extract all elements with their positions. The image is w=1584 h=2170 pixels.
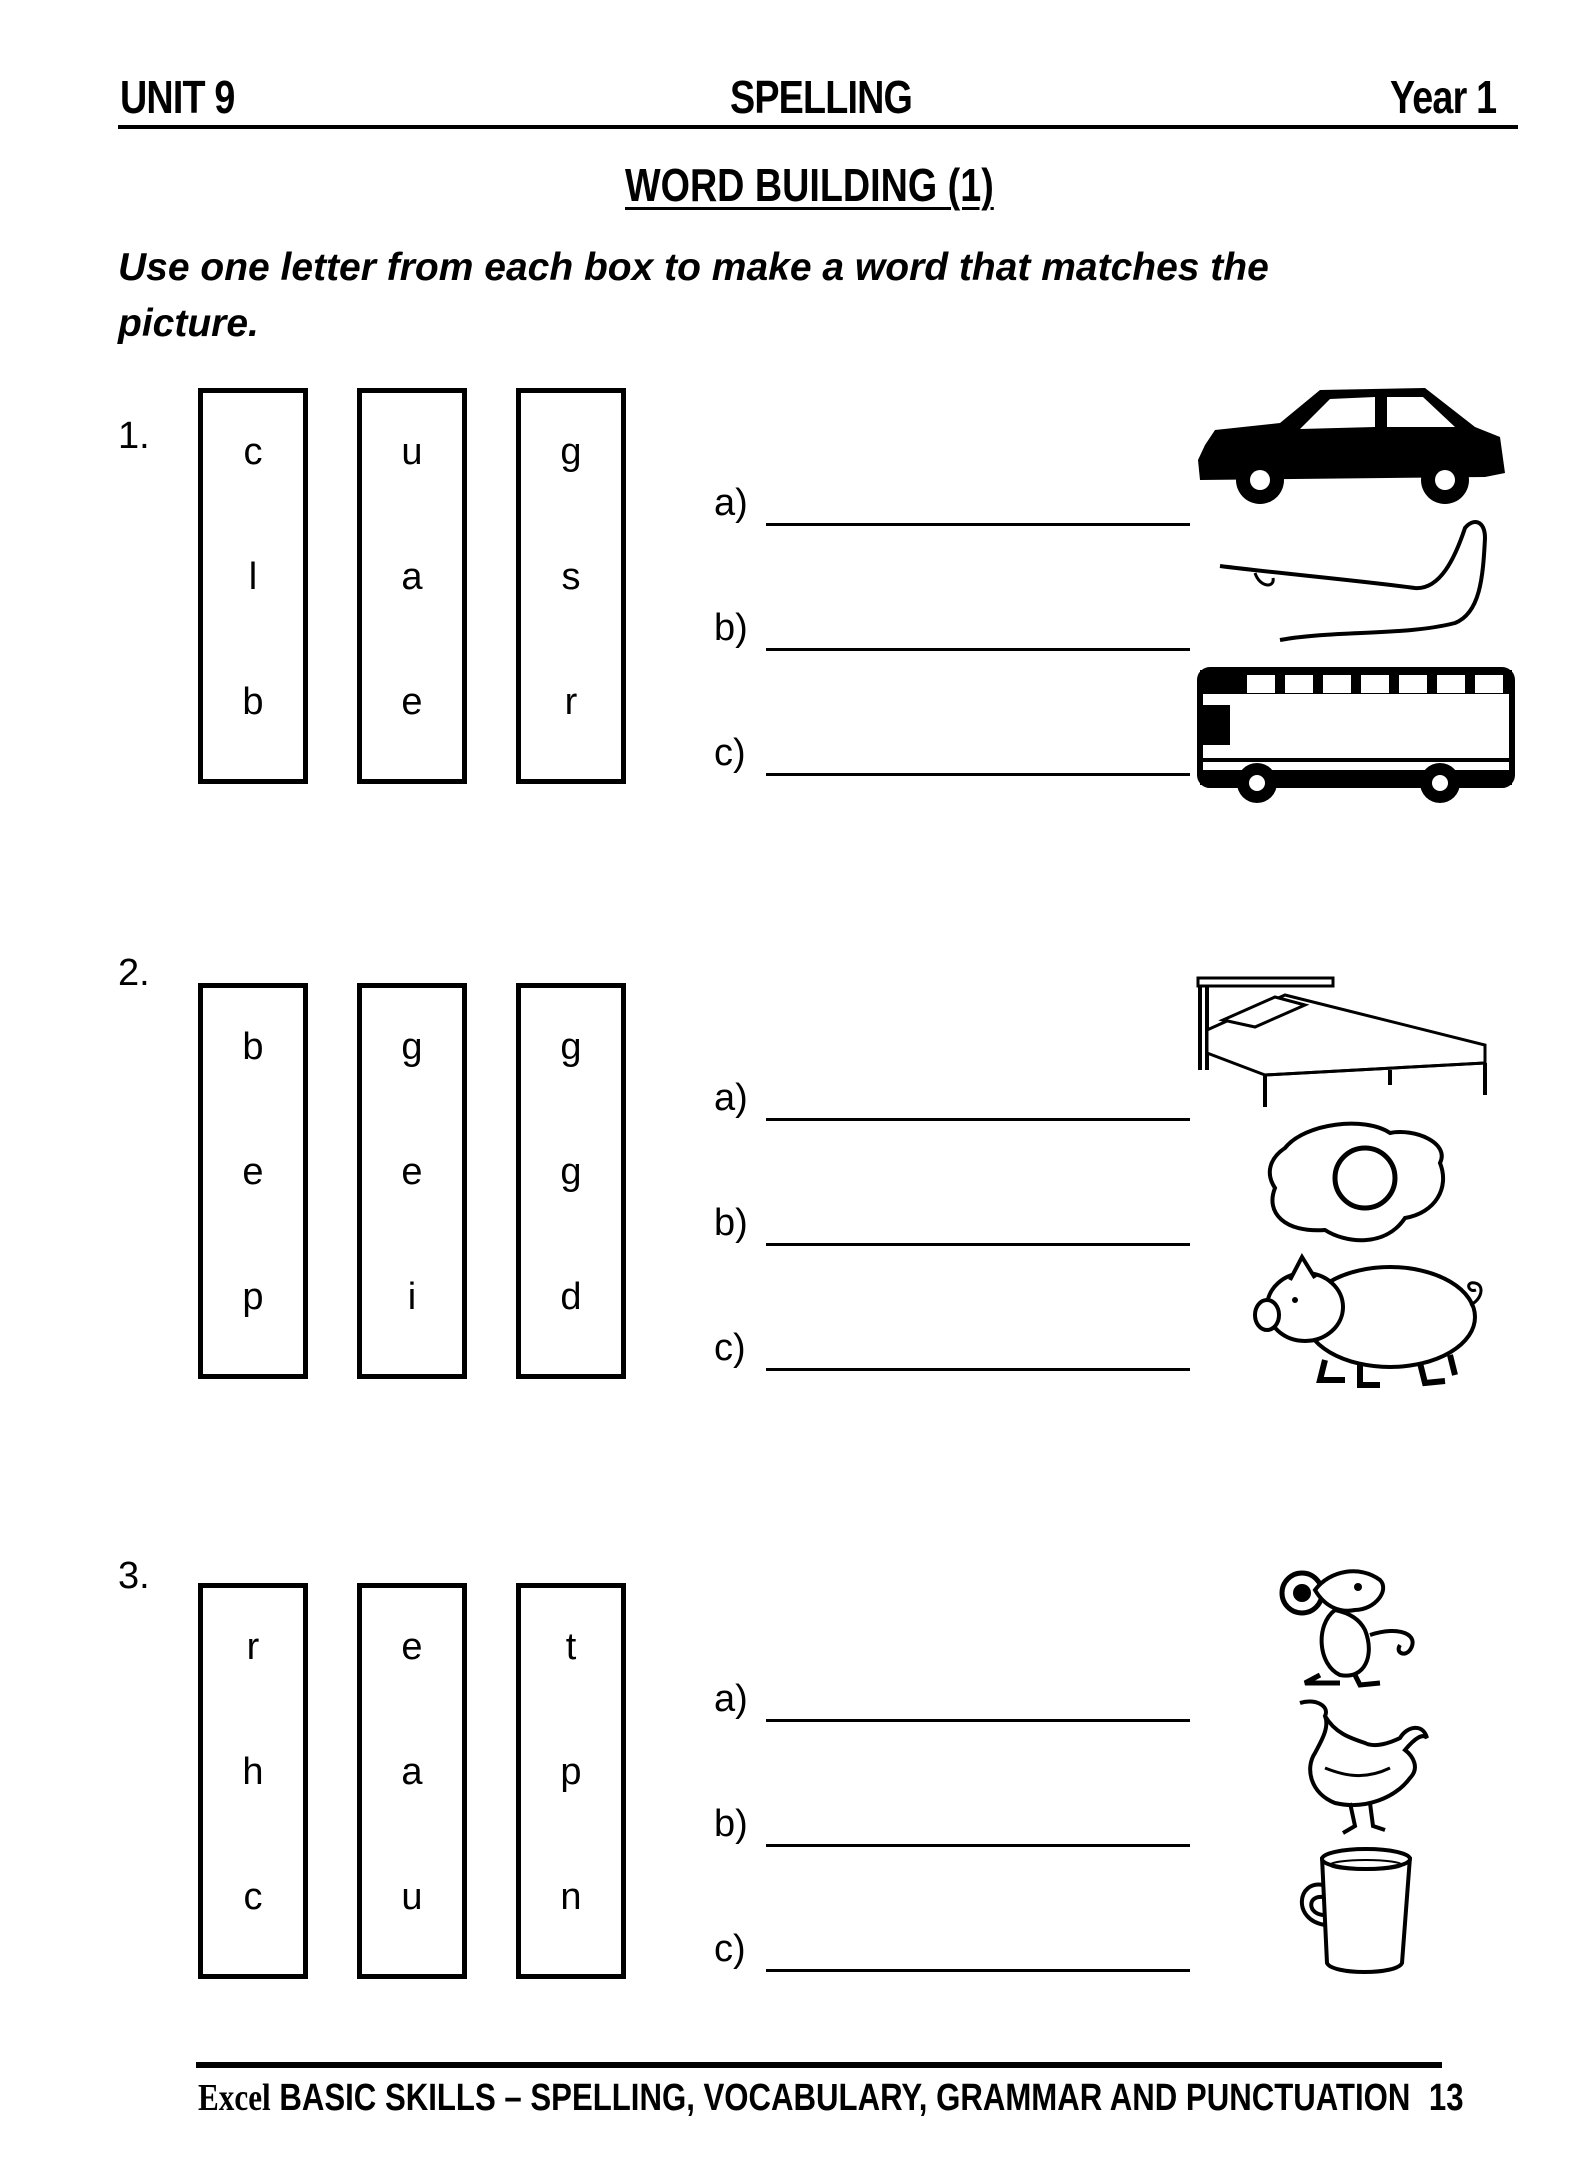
question-number: 3. [118, 1555, 150, 1597]
letter-box [516, 388, 626, 784]
letter: u [401, 1876, 423, 1918]
letter: s [561, 556, 581, 598]
letter: d [560, 1276, 582, 1318]
answer-line-b[interactable] [766, 648, 1190, 651]
letter-box [516, 1583, 626, 1979]
letter: g [560, 431, 582, 473]
letter: e [401, 1151, 423, 1193]
letter: g [401, 1026, 423, 1068]
letter: l [248, 556, 258, 598]
letter: r [564, 681, 578, 723]
letter-box [198, 388, 308, 784]
answer-label: b) [714, 1202, 748, 1244]
footer-rule [196, 2062, 1442, 2068]
letter-box [516, 983, 626, 1379]
cup-icon [1299, 1847, 1412, 1974]
year-label: Year 1 [1390, 71, 1497, 123]
letter: g [560, 1151, 582, 1193]
answer-line-c[interactable] [766, 773, 1190, 776]
letter-box [198, 983, 308, 1379]
answer-label: a) [714, 1678, 748, 1720]
letter: c [243, 1876, 263, 1918]
letter: a [401, 1751, 423, 1793]
letter: e [401, 1626, 423, 1668]
hen-icon [1299, 1699, 1429, 1835]
footer-text: BASIC SKILLS – SPELLING, VOCABULARY, GRA… [279, 2077, 1411, 2119]
question-number: 2. [118, 952, 150, 994]
pig-icon [1253, 1252, 1483, 1388]
answer-line-a[interactable] [766, 1719, 1190, 1722]
bed-icon [1196, 976, 1487, 1107]
egg-icon [1267, 1121, 1446, 1243]
letter: b [242, 681, 264, 723]
subject-label: SPELLING [730, 71, 913, 123]
answer-line-a[interactable] [766, 1118, 1190, 1121]
bus-icon [1197, 667, 1515, 803]
answer-line-b[interactable] [766, 1844, 1190, 1847]
answer-label: b) [714, 607, 748, 649]
car-icon [1198, 388, 1505, 504]
leg-icon [1219, 520, 1488, 642]
letter: u [401, 431, 423, 473]
answer-label: a) [714, 482, 748, 524]
letter: e [242, 1151, 264, 1193]
footer-brand: Excel [198, 2077, 271, 2119]
answer-line-c[interactable] [766, 1368, 1190, 1371]
answer-label: c) [714, 1327, 746, 1369]
page-title: WORD BUILDING (1) [625, 159, 994, 211]
unit-label: UNIT 9 [120, 71, 235, 123]
answer-line-c[interactable] [766, 1969, 1190, 1972]
letter: p [560, 1751, 582, 1793]
letter-box [357, 388, 467, 784]
letter: r [246, 1626, 260, 1668]
letter-box [357, 1583, 467, 1979]
letter: t [565, 1626, 577, 1668]
letter: a [401, 556, 423, 598]
question-number: 1. [118, 415, 150, 457]
header-rule [118, 125, 1518, 129]
letter: b [242, 1026, 264, 1068]
footer: Excel BASIC SKILLS – SPELLING, VOCABULAR… [198, 2076, 1464, 2120]
letter: h [242, 1751, 264, 1793]
answer-label: b) [714, 1803, 748, 1845]
letter: c [243, 431, 263, 473]
answer-label: a) [714, 1077, 748, 1119]
instruction-text: Use one letter from each box to make a w… [118, 246, 1269, 345]
letter: p [242, 1276, 264, 1318]
answer-line-b[interactable] [766, 1243, 1190, 1246]
letter-box [357, 983, 467, 1379]
letter: g [560, 1026, 582, 1068]
page-number: 13 [1428, 2077, 1464, 2119]
letter-box [198, 1583, 308, 1979]
answer-line-a[interactable] [766, 523, 1190, 526]
letter: e [401, 681, 423, 723]
letter: n [560, 1876, 582, 1918]
letter: i [407, 1276, 417, 1318]
rat-icon [1279, 1569, 1415, 1688]
answer-label: c) [714, 732, 746, 774]
answer-label: c) [714, 1928, 746, 1970]
